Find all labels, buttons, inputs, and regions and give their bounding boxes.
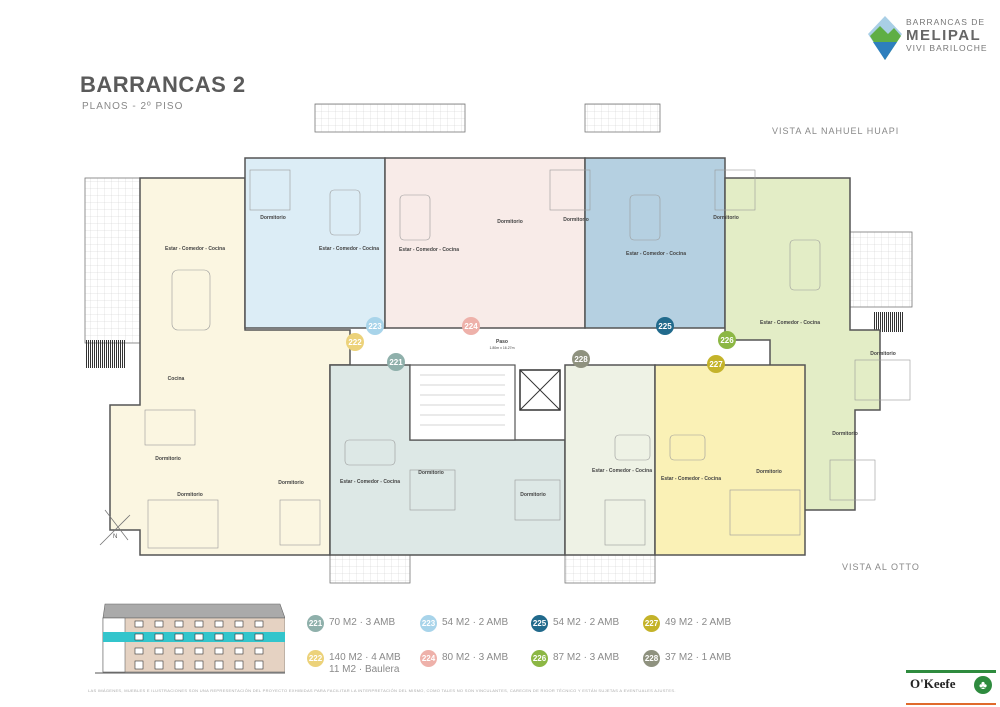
elevator-icon: [519, 369, 561, 411]
legend-item-226: 226 87 M2 · 3 AMB: [531, 650, 619, 667]
okeefe-brand: O'Keefe: [910, 676, 956, 691]
room-label-bedroom: Dormitorio: [418, 470, 444, 476]
building-elevation: [85, 588, 286, 676]
room-label-living: Estar - Comedor - Cocina: [760, 320, 820, 326]
room-label-bedroom: Dormitorio: [260, 215, 286, 221]
unit-dot-226: 226: [531, 650, 548, 667]
unit-223-area[interactable]: [244, 157, 386, 329]
unit-dot-228: 228: [643, 650, 660, 667]
svg-text:222: 222: [348, 338, 362, 347]
unit-dot-221: 221: [307, 615, 324, 632]
room-label-bedroom: Dormitorio: [497, 219, 523, 225]
svg-text:226: 226: [720, 336, 734, 345]
unit-dot-224: 224: [420, 650, 437, 667]
legend-area: 54 M2 · 2 AMB: [553, 617, 620, 628]
legend-area: 49 M2 · 2 AMB: [665, 617, 732, 628]
svg-text:224: 224: [464, 322, 478, 331]
unit-dot-222: 222: [307, 650, 324, 667]
room-label-hall: Paso: [496, 339, 508, 345]
room-label-living: Estar - Comedor - Cocina: [340, 479, 400, 485]
legend-area: 54 M2 · 2 AMB: [442, 617, 509, 628]
svg-text:228: 228: [574, 355, 588, 364]
legend-item-228: 228 37 M2 · 1 AMB: [643, 650, 731, 667]
unit-badge-227[interactable]: 227: [707, 355, 725, 373]
unit-badge-223[interactable]: 223: [366, 317, 384, 335]
room-label-bedroom: Dormitorio: [155, 456, 181, 462]
unit-226-area[interactable]: [724, 177, 881, 511]
view-label-top: VISTA AL NAHUEL HUAPI: [772, 126, 900, 136]
room-label-bedroom: Dormitorio: [713, 215, 739, 221]
unit-224-area[interactable]: [384, 157, 586, 329]
room-label-living: Estar - Comedor - Cocina: [319, 246, 379, 252]
page-subtitle: PLANOS - 2º PISO: [82, 101, 184, 112]
logo-line3: VIVI BARILOCHE: [906, 42, 988, 53]
unit-225-area[interactable]: [584, 157, 726, 329]
room-label-bedroom: Dormitorio: [563, 217, 589, 223]
unit-badge-225[interactable]: 225: [656, 317, 674, 335]
room-label-living: Estar - Comedor - Cocina: [592, 468, 652, 474]
room-label-bedroom: Dormitorio: [756, 469, 782, 475]
room-label-bedroom: Dormitorio: [870, 351, 896, 357]
room-label-bedroom: Dormitorio: [520, 492, 546, 498]
page-title: BARRANCAS 2: [80, 72, 246, 97]
disclaimer: LAS IMÁGENES, MUEBLES E ILUSTRACIONES SO…: [88, 688, 676, 693]
unit-badge-228[interactable]: 228: [572, 350, 590, 368]
legend-area: 37 M2 · 1 AMB: [665, 652, 732, 663]
legend-item-224: 224 80 M2 · 3 AMB: [420, 650, 508, 667]
unit-badge-222[interactable]: 222: [346, 333, 364, 351]
unit-dot-227: 227: [643, 615, 660, 632]
unit-badge-221[interactable]: 221: [387, 353, 405, 371]
room-label-living: Estar - Comedor - Cocina: [626, 251, 686, 257]
unit-dot-223: 223: [420, 615, 437, 632]
unit-badge-226[interactable]: 226: [718, 331, 736, 349]
stairwell: [409, 364, 516, 441]
room-label-bedroom: Dormitorio: [177, 492, 203, 498]
legend-item-223: 223 54 M2 · 2 AMB: [420, 615, 508, 632]
room-label-bedroom: Dormitorio: [278, 480, 304, 486]
legend-area: 87 M2 · 3 AMB: [553, 652, 620, 663]
legend-item-221: 221 70 M2 · 3 AMB: [307, 615, 395, 632]
view-label-bottom: VISTA AL OTTO: [842, 562, 920, 572]
furniture: [144, 169, 911, 549]
mountain-logo-icon: [868, 16, 902, 60]
svg-text:227: 227: [709, 360, 723, 369]
okeefe-logo: O'Keefe ♣: [906, 670, 996, 705]
logo-line2: MELIPAL: [906, 26, 982, 44]
room-label-hall-dims: 1.80m x 16.27m: [489, 346, 514, 350]
room-label-kitchen: Cocina: [168, 376, 185, 382]
room-label-bedroom: Dormitorio: [832, 431, 858, 437]
legend-area: 70 M2 · 3 AMB: [329, 617, 396, 628]
balconies: [84, 103, 913, 584]
legend-area: 80 M2 · 3 AMB: [442, 652, 509, 663]
unit-dot-225: 225: [531, 615, 548, 632]
room-label-living: Estar - Comedor - Cocina: [661, 476, 721, 482]
room-label-living: Estar - Comedor - Cocina: [165, 246, 225, 252]
legend-extra: 11 M2 · Baulera: [329, 664, 400, 675]
room-labels: Estar - Comedor - Cocina Estar - Comedor…: [155, 215, 896, 498]
legend-item-227: 227 49 M2 · 2 AMB: [643, 615, 731, 632]
svg-text:225: 225: [658, 322, 672, 331]
svg-text:N: N: [113, 534, 117, 540]
brand-logo: BARRANCAS DE MELIPAL VIVI BARILOCHE: [868, 16, 988, 60]
legend-item-225: 225 54 M2 · 2 AMB: [531, 615, 619, 632]
north-arrow-icon: N: [99, 509, 131, 546]
room-label-living: Estar - Comedor - Cocina: [399, 247, 459, 253]
clover-icon: ♣: [974, 676, 992, 694]
svg-text:223: 223: [368, 322, 382, 331]
legend-area: 140 M2 · 4 AMB: [329, 652, 401, 663]
svg-text:221: 221: [389, 358, 403, 367]
unit-badge-224[interactable]: 224: [462, 317, 480, 335]
logo-line1: BARRANCAS DE: [906, 17, 986, 27]
